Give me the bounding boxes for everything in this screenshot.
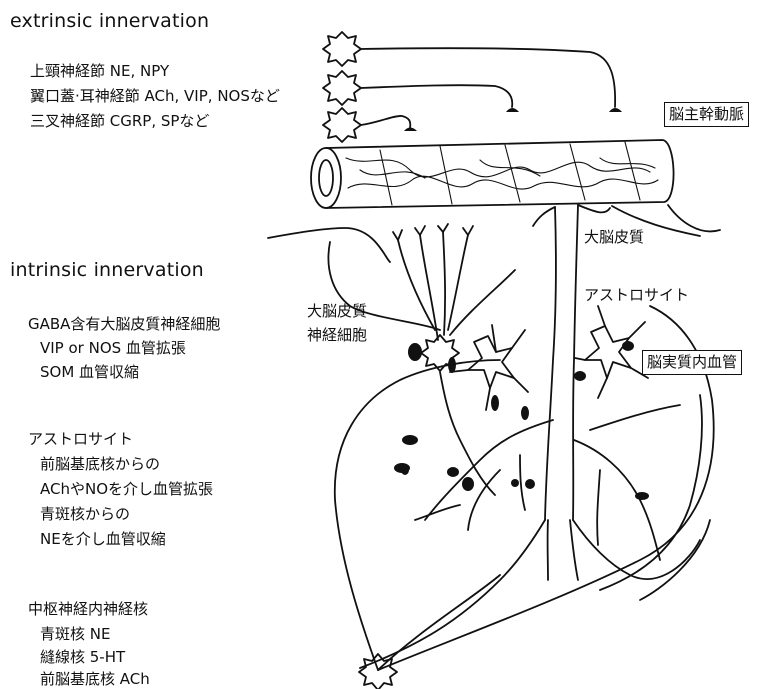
fiber-sc-to-artery: [361, 48, 615, 107]
main-artery-label: 脳主幹動脈: [664, 102, 749, 127]
astrocyte-1: [450, 325, 528, 410]
ganglion-trigeminal: [323, 108, 361, 142]
main-artery: [311, 140, 674, 208]
fiber-ptp-to-artery: [361, 85, 512, 107]
terminal-ptp: [506, 108, 519, 112]
cerebral-cortex-label: 大脳皮質: [584, 230, 644, 245]
terminal-sc: [609, 108, 622, 112]
astrocyte-2: [575, 306, 648, 398]
cortical-neuron-label-2: 神経細胞: [307, 328, 367, 343]
penetrating-vessel: [533, 205, 610, 520]
ganglion-pterygopalatine: [323, 71, 361, 105]
parenchymal-vessel-label: 脳実質内血管: [642, 350, 742, 375]
cns-nucleus: [359, 654, 397, 689]
fiber-tg-to-artery: [361, 116, 410, 128]
cortex-surface: [268, 205, 720, 262]
astrocyte-label: アストロサイト: [584, 288, 689, 303]
cortical-neuron-label-1: 大脳皮質: [307, 304, 367, 319]
ganglion-superior-cervical: [323, 32, 361, 66]
terminal-tg: [404, 128, 417, 132]
